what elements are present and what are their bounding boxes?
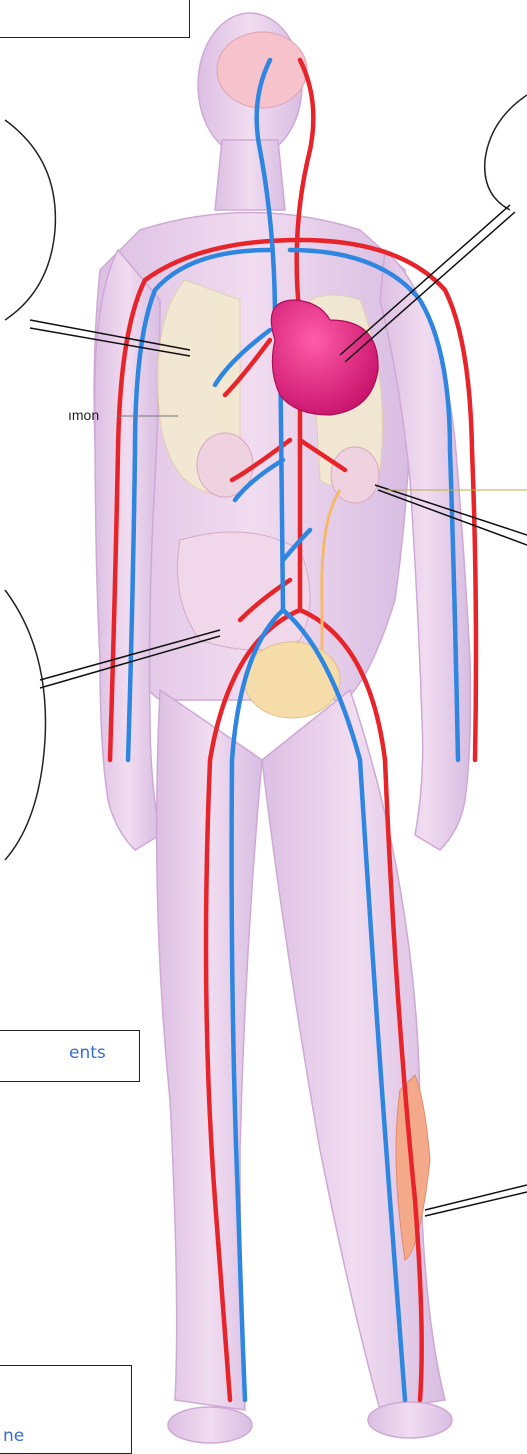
- label-box-bottom-text: ne: [3, 1426, 24, 1446]
- label-box-left-middle: ents: [0, 1030, 140, 1082]
- callout-bubble-top-right: [485, 95, 527, 210]
- label-box-top: [0, 0, 190, 38]
- label-box-bottom-left: ne: [0, 1365, 132, 1454]
- label-box-left-text: ents: [69, 1043, 106, 1063]
- callout-bubble-mid-left: [5, 590, 46, 860]
- brain: [217, 32, 307, 108]
- lung-label-fragment: ımon: [68, 407, 99, 423]
- callout-bubble-top-left: [5, 120, 55, 320]
- bladder: [244, 642, 340, 718]
